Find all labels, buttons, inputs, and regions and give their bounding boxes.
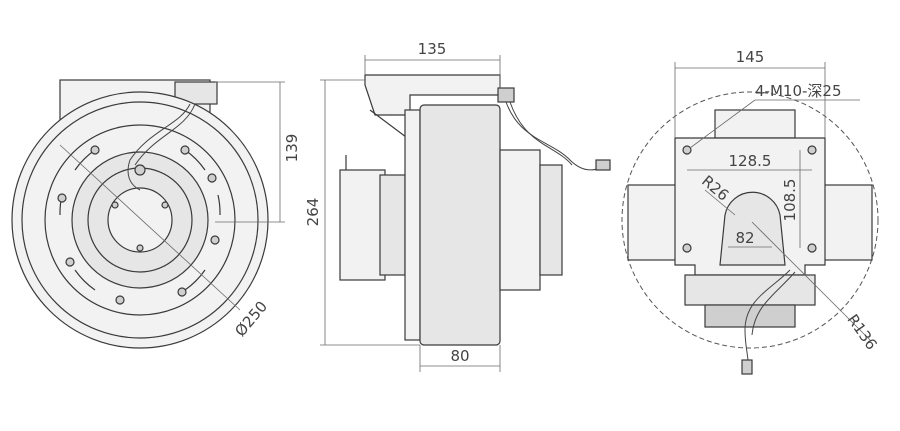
- back-top-block: [714, 109, 796, 139]
- side-hub: [499, 149, 541, 291]
- back-dashed-circle: [621, 91, 879, 349]
- side-wire: [505, 101, 601, 171]
- back-thread-dim: 4-M10-深25: [755, 82, 842, 100]
- side-bracket-edge: [369, 109, 411, 141]
- front-bolt-hole: [115, 295, 125, 305]
- side-hub-cap: [539, 164, 563, 276]
- front-height-dim: 139: [283, 134, 301, 163]
- side-wire: [509, 101, 573, 166]
- front-hub-hole: [111, 201, 119, 209]
- front-bolt-hole: [207, 173, 217, 183]
- front-bolt-hole: [90, 145, 100, 155]
- front-hub-hole: [161, 201, 169, 209]
- front-connector: [174, 81, 218, 105]
- back-wire: [744, 269, 791, 363]
- front-hub-hole: [134, 164, 146, 176]
- front-view: 139 Ø250: [11, 79, 301, 349]
- front-wire: [134, 103, 196, 166]
- back-right-wing: [819, 184, 873, 261]
- front-bolt-hole: [177, 287, 187, 297]
- front-diameter-leader: [59, 144, 241, 311]
- back-mount-hole: [682, 145, 692, 155]
- front-wire: [127, 103, 191, 191]
- front-hub-hole: [136, 244, 144, 252]
- front-ring-3: [44, 124, 236, 316]
- front-bolt-hole: [65, 257, 75, 267]
- side-view: 135 264 80: [304, 40, 611, 372]
- back-base: [704, 304, 796, 328]
- front-ring-2: [21, 101, 259, 339]
- back-left-wing: [627, 184, 681, 261]
- back-height-dim: 108.5: [781, 179, 799, 222]
- side-motor-block: [339, 169, 386, 281]
- front-bolt-hole: [210, 235, 220, 245]
- back-radius-large-dim: R136: [844, 311, 881, 353]
- side-wheel-rim: [404, 109, 421, 341]
- side-wheel: [419, 104, 501, 346]
- front-bolt-hole: [180, 145, 190, 155]
- back-hole-spacing-dim: 128.5: [729, 152, 772, 170]
- side-width-top-dim: 135: [418, 40, 447, 58]
- back-wire: [751, 271, 796, 336]
- side-motor-neck: [379, 174, 406, 276]
- back-mount-hole: [682, 243, 692, 253]
- side-plug: [595, 159, 611, 171]
- back-thread-leader: [689, 99, 756, 149]
- back-r26-leader: [704, 189, 736, 216]
- front-slot: [74, 269, 96, 291]
- back-width-top-dim: 145: [736, 48, 765, 66]
- front-bolt-hole: [57, 193, 67, 203]
- back-mount-hole: [807, 243, 817, 253]
- side-connector: [497, 87, 515, 103]
- side-width-bottom-dim: 80: [450, 347, 469, 365]
- back-r136-leader: [751, 221, 871, 341]
- side-height-dim: 264: [304, 198, 322, 227]
- back-width-small-dim: 82: [735, 229, 754, 247]
- front-slot: [217, 194, 221, 216]
- back-lower-body: [684, 274, 816, 306]
- back-plug: [741, 359, 753, 375]
- back-view: 145 4-M10-深25 128.5 108.5 R26 82 R136: [621, 48, 881, 375]
- back-mount-hole: [807, 145, 817, 155]
